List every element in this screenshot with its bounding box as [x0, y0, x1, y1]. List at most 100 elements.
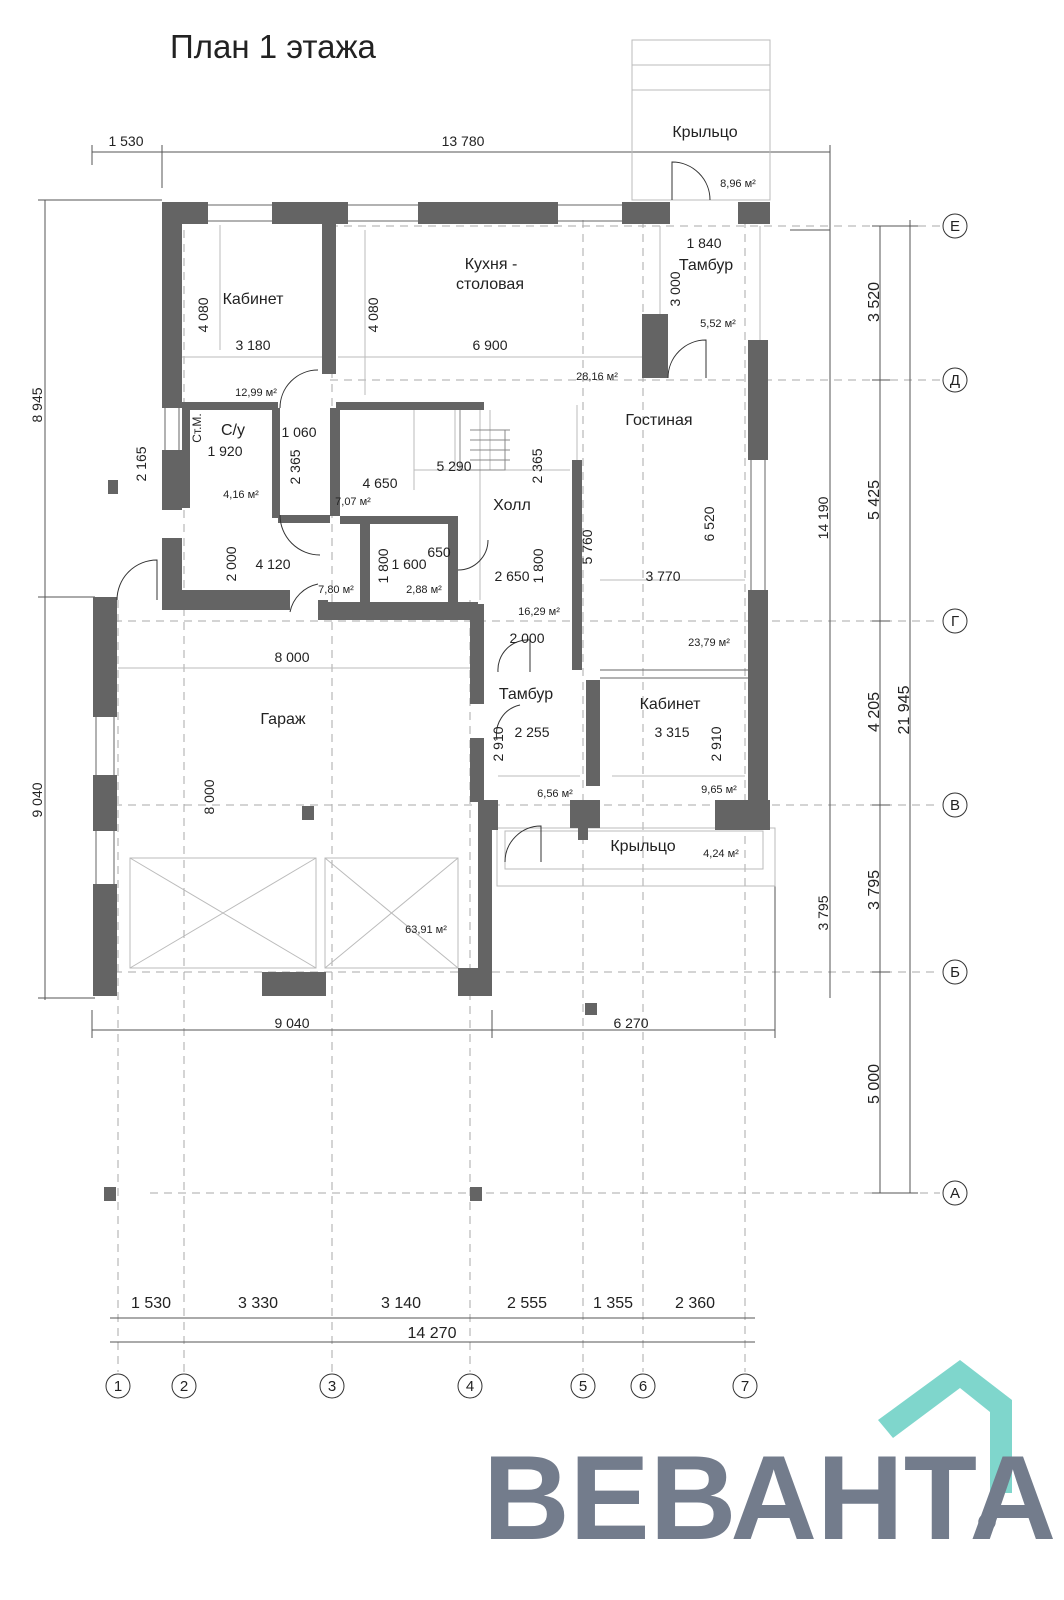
dim-hall-d: 5 760 — [579, 529, 595, 564]
room-kitchen-line2: столовая — [456, 276, 524, 293]
dim-right-total: 14 190 — [815, 496, 831, 539]
dim-axis-total: 14 270 — [408, 1325, 457, 1342]
room-bathroom: С/у — [221, 422, 245, 439]
vertical-dimension-text: 8 945 9 040 4 080 4 080 3 000 2 165 2 36… — [29, 271, 831, 930]
room-office-bottom: Кабинет — [640, 696, 702, 713]
dim-top-main: 13 780 — [442, 133, 485, 149]
dim-office-w: 3 180 — [235, 337, 270, 353]
dim-r-dg: 5 425 — [866, 480, 883, 520]
area-porch-top: 8,96 м² — [720, 178, 756, 190]
axis-col-1: 1 — [114, 1378, 122, 1395]
dim-stair-w: 5 290 — [436, 458, 471, 474]
axis-col-3: 3 — [328, 1378, 336, 1395]
windows — [95, 204, 766, 884]
brand-logo[interactable]: ВЕВАНТА — [483, 1431, 1057, 1565]
axis-dimension-text: 1 530 3 330 3 140 2 555 1 355 2 360 14 2… — [131, 1295, 715, 1342]
area-bathroom: 4,16 м² — [223, 489, 259, 501]
dim-wc-door: 650 — [427, 544, 451, 560]
area-laundry: 7,80 м² — [318, 584, 354, 596]
area-office-bottom: 9,65 м² — [701, 784, 737, 796]
dim-kitchen-h: 4 080 — [365, 297, 381, 332]
room-vestibule-top: Тамбур — [679, 257, 733, 274]
dim-kitchen-w: 6 900 — [472, 337, 507, 353]
walls — [93, 202, 770, 1201]
axis-grid — [100, 220, 940, 1372]
room-office-top: Кабинет — [223, 291, 285, 308]
copyright-symbol: © — [983, 1516, 992, 1530]
doors — [116, 161, 711, 863]
room-riser: Ст.М. — [190, 413, 204, 443]
area-wc-small: 2,88 м² — [406, 584, 442, 596]
axis-col-5: 5 — [579, 1378, 587, 1395]
dim-r-vb: 3 795 — [866, 870, 883, 910]
dim-tamb2-w: 2 255 — [514, 724, 549, 740]
axis-row-e: Е — [950, 218, 960, 235]
dim-laundry-h: 2 000 — [223, 546, 239, 581]
dim-stair-h: 2 365 — [529, 448, 545, 483]
dim-garage-h: 8 000 — [201, 779, 217, 814]
dim-door-w: 1 060 — [281, 424, 316, 440]
dim-top-left: 1 530 — [108, 133, 143, 149]
axis-bubbles — [105, 213, 968, 1399]
dim-bath-w: 1 920 — [207, 443, 242, 459]
room-porch-bottom: Крыльцо — [610, 838, 675, 855]
area-hall: 16,29 м² — [518, 606, 560, 618]
dim-off2-h: 2 910 — [708, 726, 724, 761]
dim-vest-w: 1 840 — [686, 235, 721, 251]
dim-bath-h: 2 165 — [133, 446, 149, 481]
room-hall: Холл — [493, 497, 531, 514]
dim-corr-w: 4 650 — [362, 475, 397, 491]
page-title: План 1 этажа — [170, 28, 376, 65]
area-kitchen: 28,16 м² — [576, 371, 618, 383]
area-office-top: 12,99 м² — [235, 387, 277, 399]
dim-axis-1-2: 1 530 — [131, 1295, 171, 1312]
axis-labels: 1 2 3 4 5 6 7 Е Д Г В Б А — [114, 218, 960, 1395]
dim-r-ed: 3 520 — [866, 282, 883, 322]
room-names: Крыльцо Кабинет Кухня - столовая Тамбур … — [221, 124, 738, 855]
stairs — [459, 410, 510, 471]
logo-roof-icon — [878, 1360, 1012, 1493]
dim-porch-h: 3 795 — [815, 895, 831, 930]
dim-axis-3-4: 3 140 — [381, 1295, 421, 1312]
axis-row-a: А — [950, 1185, 960, 1202]
area-vestibule-bottom: 6,56 м² — [537, 788, 573, 800]
dim-r-total: 21 945 — [896, 685, 913, 734]
area-porch-bottom: 4,24 м² — [703, 848, 739, 860]
dim-laundry-w: 4 120 — [255, 556, 290, 572]
dim-hall-w: 2 650 — [494, 568, 529, 584]
copyright-icon — [978, 1513, 996, 1531]
dim-hall-h: 1 800 — [530, 548, 546, 583]
axis-row-v: В — [950, 797, 960, 814]
dim-axis-4-5: 2 555 — [507, 1295, 547, 1312]
dim-r-ba: 5 000 — [866, 1064, 883, 1104]
area-garage: 63,91 м² — [405, 924, 447, 936]
dim-left-bottom: 9 040 — [29, 782, 45, 817]
dim-off2-w: 3 315 — [654, 724, 689, 740]
axis-row-d: Д — [950, 372, 960, 389]
dim-left-top: 8 945 — [29, 387, 45, 422]
interior-lines — [118, 39, 776, 969]
room-kitchen-line1: Кухня - — [465, 256, 518, 273]
dim-tamb-w: 2 000 — [509, 630, 544, 646]
room-garage: Гараж — [260, 711, 305, 728]
dim-corr-h: 2 365 — [287, 449, 303, 484]
axis-row-g: Г — [951, 613, 959, 630]
area-corridor: 7,07 м² — [335, 496, 371, 508]
dim-vest-h: 3 000 — [667, 271, 683, 306]
dim-axis-6-7: 2 360 — [675, 1295, 715, 1312]
dim-axis-2-3: 3 330 — [238, 1295, 278, 1312]
room-areas: 8,96 м² 12,99 м² 28,16 м² 5,52 м² 4,16 м… — [223, 178, 756, 936]
axis-row-b: Б — [950, 964, 960, 981]
dim-bottom-left: 9 040 — [274, 1015, 309, 1031]
room-vestibule-bottom: Тамбур — [499, 686, 553, 703]
dim-wc-h: 1 800 — [375, 548, 391, 583]
dim-wc-w: 1 600 — [391, 556, 426, 572]
axis-col-6: 6 — [639, 1378, 647, 1395]
area-living: 23,79 м² — [688, 637, 730, 649]
area-vestibule-top: 5,52 м² — [700, 318, 736, 330]
axis-col-4: 4 — [466, 1378, 474, 1395]
room-porch-top: Крыльцо — [672, 124, 737, 141]
dim-bottom-right: 6 270 — [613, 1015, 648, 1031]
